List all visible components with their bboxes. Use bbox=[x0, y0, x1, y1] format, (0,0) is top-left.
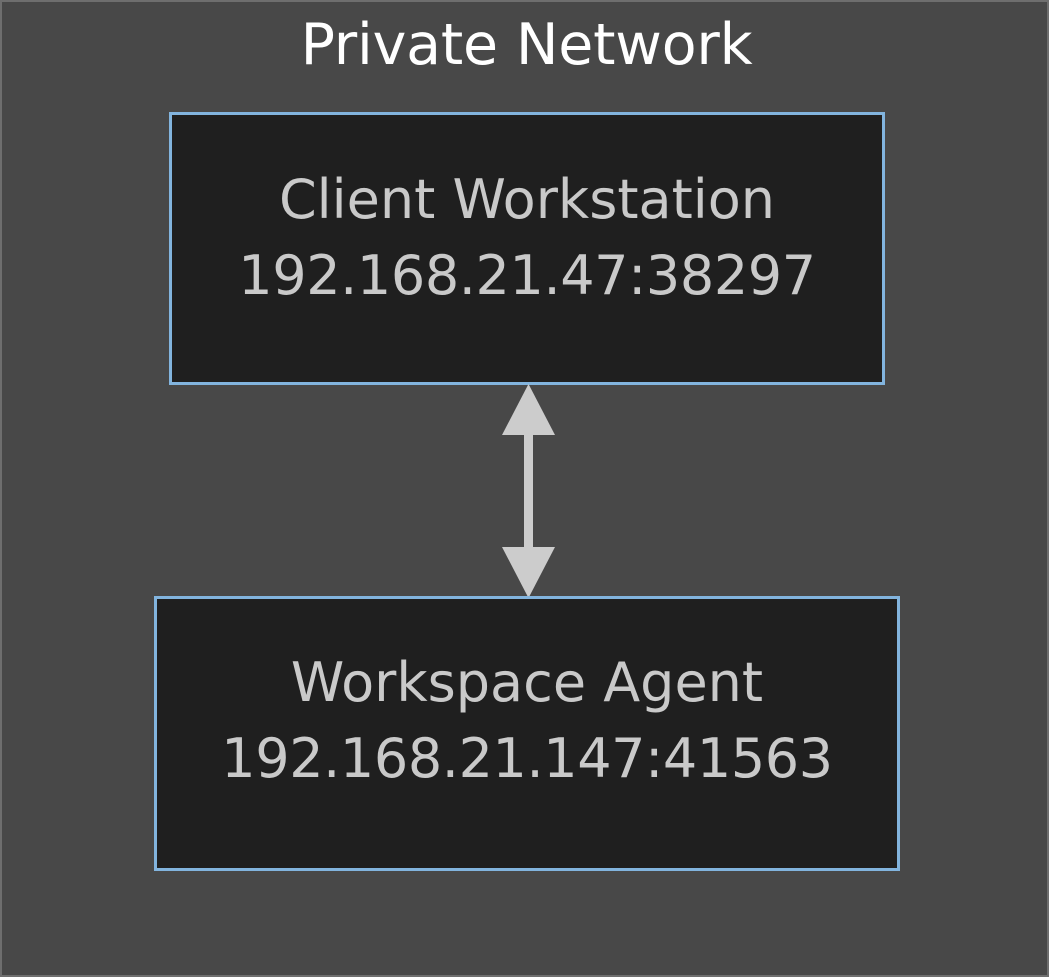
page-title: Private Network bbox=[300, 12, 753, 78]
node-workspace-agent-name: Workspace Agent bbox=[290, 650, 764, 714]
node-client-workstation-address: 192.168.21.47:38297 bbox=[238, 243, 816, 307]
node-client-workstation-name: Client Workstation bbox=[278, 167, 776, 231]
connector-client-to-agent bbox=[492, 382, 568, 600]
double-headed-vertical-arrow-icon bbox=[502, 384, 555, 598]
node-client-workstation[interactable]: Client Workstation 192.168.21.47:38297 bbox=[169, 112, 885, 385]
node-workspace-agent[interactable]: Workspace Agent 192.168.21.147:41563 bbox=[154, 596, 900, 871]
node-workspace-agent-address: 192.168.21.147:41563 bbox=[221, 726, 833, 790]
